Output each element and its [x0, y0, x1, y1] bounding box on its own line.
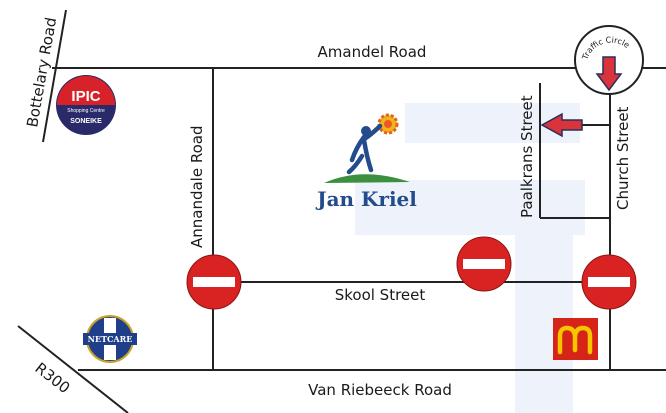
road-network: [17, 9, 666, 413]
ipic-bottom-text: SONEIKE: [70, 118, 102, 125]
no-entry-sign-church: [581, 254, 637, 310]
no-entry-sign-annandale: [186, 254, 242, 310]
traffic-circle: Traffic Circle: [574, 25, 644, 95]
ipic-title: IPIC: [71, 88, 100, 105]
netcare-text: NETCARE: [88, 334, 133, 344]
jan-kriel-text: Jan Kriel: [315, 187, 417, 211]
netcare-logo: NETCARE: [83, 315, 137, 363]
skool-street-label: Skool Street: [335, 286, 426, 304]
no-entry-sign-skool: [456, 236, 512, 292]
jan-kriel-logo: Jan Kriel: [315, 113, 417, 211]
paalkrans-left-arrow-icon: [540, 112, 583, 138]
amandel-road-label: Amandel Road: [318, 43, 427, 61]
ipic-shopping-centre-logo: IPIC Shopping Centre SONEIKE: [56, 75, 116, 135]
bottelary-road-line: [42, 9, 67, 143]
figure-body-icon: [346, 123, 383, 175]
annandale-road-label: Annandale Road: [188, 126, 206, 249]
mcdonalds-logo-icon: [553, 318, 598, 360]
paalkrans-street-label: Paalkrans Street: [518, 95, 536, 218]
church-street-label: Church Street: [614, 106, 632, 210]
ipic-subtitle: Shopping Centre: [67, 108, 105, 114]
van-riebeeck-road-label: Van Riebeeck Road: [308, 381, 452, 399]
green-hill-icon: [324, 174, 410, 183]
roundabout-down-arrow-icon: [595, 56, 623, 92]
r300-line: [17, 325, 129, 413]
